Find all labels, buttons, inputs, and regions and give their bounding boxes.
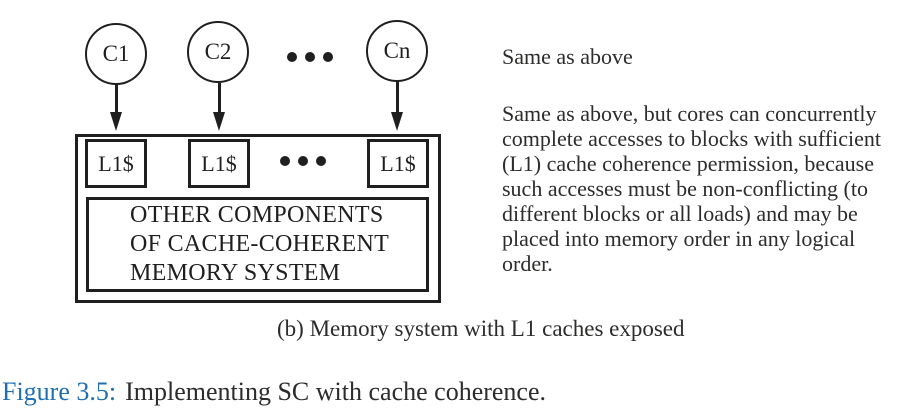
core-node-c1: C1 [85,23,147,85]
note-line: (L1) cache coherence permission, because [502,151,874,176]
l1-cache-box-1: L1$ [85,139,147,188]
note-line: Same as above, but cores can concurrentl… [502,101,877,126]
core-label-c1: C1 [102,41,130,66]
note-line: placed into memory order in any logical [502,226,856,251]
memory-box-line: MEMORY SYSTEM [130,260,341,286]
cores-ellipsis-icon [287,52,333,62]
caches-ellipsis-icon [280,156,326,166]
l1-cache-box-3: L1$ [367,139,429,188]
note-concurrent-completion: Same as above, but cores can concurrentl… [502,101,881,276]
dot-icon [287,52,297,62]
core-node-cn: Cn [366,20,428,82]
arrow-c1-shaft [114,84,118,114]
dot-icon [280,156,290,166]
dot-icon [316,156,326,166]
arrow-c2-head-icon [213,112,225,131]
memory-system-box: L1$ L1$ L1$ OTHER COMPONENTS OF CACHE-CO… [75,134,441,303]
memory-box-line: OF CACHE-COHERENT [130,231,390,257]
dot-icon [305,52,315,62]
figure-caption: Figure 3.5: Implementing SC with cache co… [2,377,546,407]
panel-caption: (b) Memory system with L1 caches exposed [277,316,685,341]
l1-cache-label: L1$ [201,150,237,176]
arrow-c1-head-icon [110,112,122,131]
l1-cache-label: L1$ [98,150,134,176]
core-label-c2: C2 [204,39,232,64]
dot-icon [323,52,333,62]
figure-caption-label: Figure 3.5: [2,377,117,406]
note-line: order. [502,251,553,276]
arrow-cn-head-icon [391,112,403,131]
core-node-c2: C2 [187,21,249,83]
arrow-c2-shaft [217,83,221,114]
note-line: complete accesses to blocks with suffici… [502,126,881,151]
l1-cache-label: L1$ [380,150,416,176]
memory-box-line: OTHER COMPONENTS [130,202,384,228]
note-line: different blocks or all loads) and may b… [502,201,858,226]
arrow-cn-shaft [395,81,399,114]
core-label-cn: Cn [383,38,411,63]
other-components-box: OTHER COMPONENTS OF CACHE-COHERENT MEMOR… [86,197,429,292]
l1-cache-box-2: L1$ [188,139,250,188]
dot-icon [298,156,308,166]
note-line: such accesses must be non-conflicting (t… [502,176,868,201]
note-same-as-above: Same as above [502,44,633,69]
figure-caption-text: Implementing SC with cache coherence. [125,377,547,406]
